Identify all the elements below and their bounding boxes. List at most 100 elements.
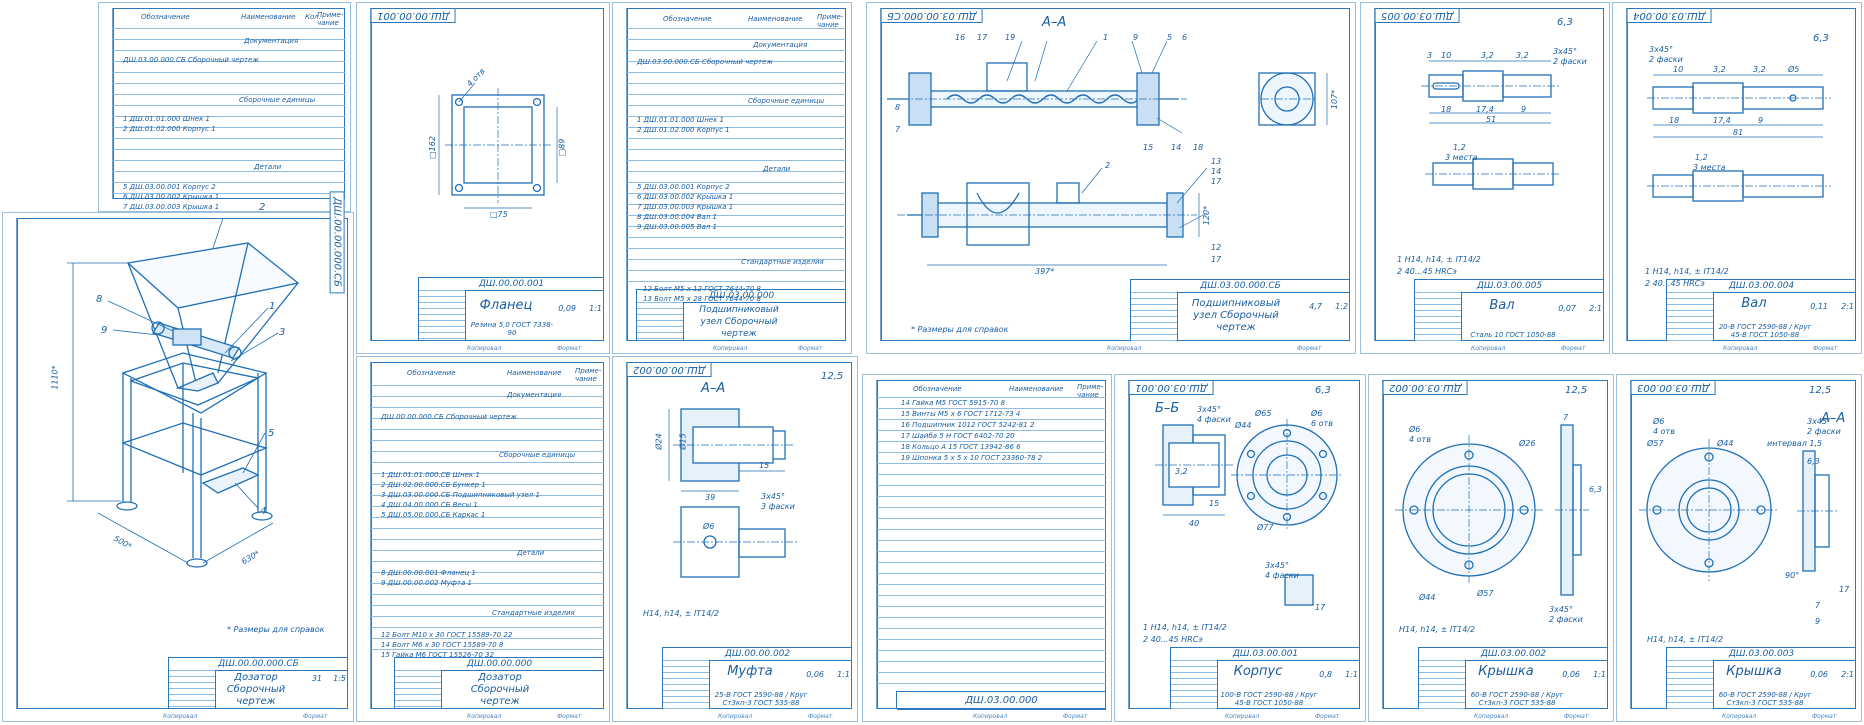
sheet-coupling[interactable]: ДШ.00.00.002 А–А 12,5 Ø24 Ø15 15 39 3x45… [612,356,858,722]
sheet-frame [627,362,852,709]
dimension-label: 2 фаски [1549,615,1583,624]
dimension-label: 107* [1330,89,1340,110]
title-block-material: Резина 5,0 ГОСТ 7338-90 [470,321,554,337]
footer-copied: Копировал [1722,713,1757,720]
callout-label: 2 [259,202,266,213]
title-block-name: Дозатор Сборочный чертеж [226,672,286,707]
sheet-sidebar [101,8,113,199]
sheet-spec-bearing-unit[interactable]: Обозначение Наименование Приме-чание Док… [612,2,852,354]
title-block-code: ДШ.03.00.000.СБ [1131,280,1350,293]
footer-copied: Копировал [1225,713,1260,720]
title-block: ДШ.00.00.000.СБ Дозатор Сборочный чертеж… [168,657,348,709]
sheet-cover-003[interactable]: ДШ.03.00.003 А–А 12,5 Ø6 4 отв Ø57 Ø44 3… [1616,374,1862,722]
sheet-bearing-unit-assembly[interactable]: ДШ.03.00.000.СБ А–А [866,2,1356,354]
section-title: А–А [1821,411,1846,426]
title-block-code: ДШ.00.00.000.СБ [169,658,348,671]
title-block-name: Вал [1741,296,1767,311]
footer-format: Формат [1813,345,1838,352]
sheet-flange[interactable]: ДШ.00.00.001 4 отв □162 □89 □75 ДШ.00.00… [356,2,610,354]
spec-row: 2 ДШ.01.02.000 Корпус 1 [637,126,730,134]
footer-format: Формат [1315,713,1340,720]
spec-row: Стандартные изделия [741,258,824,266]
dimension-label: 15 [1209,499,1220,508]
callout-label: 17 [1211,177,1222,186]
title-block-grid [663,660,710,709]
tech-note: 2 40...45 HRCэ [1645,279,1705,288]
sheet-sidebar [359,362,371,709]
spec-row: 14 Болт М6 x 30 ГОСТ 15589-70 8 [381,641,504,649]
title-block-code: ДШ.00.00.001 [419,278,604,291]
spec-row: 1 ДШ.01.01.000 Шнек 1 [123,115,210,123]
tech-note: H14, h14, ± IT14/2 [1647,635,1724,644]
spec-row: 13 Болт М5 x 28 ГОСТ 7644-70 8 [643,295,761,303]
footer-copied: Копировал [467,713,502,720]
spec-head-name: Наименование [507,369,562,377]
tech-note: H14, h14, ± IT14/2 [643,609,720,618]
section-title: А–А [701,381,726,396]
callout-label: 4 [260,506,267,517]
dimension-label: 3x45° [1553,47,1578,56]
coupling-views [668,408,798,578]
footer-format: Формат [557,345,582,352]
tech-note: 1 H14, h14, ± IT14/2 [1143,623,1227,632]
title-block-mass: 0,06 [806,670,824,679]
sheet-cover-002[interactable]: ДШ.03.00.002 12,5 Ø6 4 отв Ø26 Ø44 Ø57 3… [1368,374,1614,722]
roughness-mark: 12,5 [821,371,844,382]
title-block-name: Подшипниковый узел Сборочный чертеж [699,305,779,339]
dimension-label: 3x45° [1197,405,1222,414]
doser-isometric [67,217,300,568]
dimension-label: 4 отв [1409,435,1431,444]
footer-copied: Копировал [718,713,753,720]
section-title: Б–Б [1155,401,1180,416]
cover-003-views [1639,439,1837,581]
sheet-shaft-004[interactable]: ДШ.03.00.004 6,3 3x45° 2 фаски 10 3,2 3,… [1612,2,1862,354]
footer-format: Формат [1564,713,1589,720]
sheet-spec-1[interactable]: Обозначение Наименование Кол. Приме-чани… [98,2,351,212]
sheet-sidebar [615,362,627,709]
title-block-scale: 1:2 [1335,302,1348,311]
title-block-name: Крышка [1726,664,1782,679]
dimension-label: 4 фаски [1197,415,1231,424]
sheet-housing[interactable]: ДШ.03.00.001 Б–Б 6,3 3x45° 4 фаски Ø65 Ø… [1114,374,1366,722]
footer-format: Формат [1561,345,1586,352]
reference-note: * Размеры для справок [911,325,1009,334]
spec-head-designation: Обозначение [141,13,190,21]
dimension-label: 17 [1315,603,1326,612]
title-block: ДШ.03.00.000.СБ Подшипниковый узел Сборо… [1130,279,1350,341]
roughness-mark: 12,5 [1809,385,1832,396]
flange-view [438,82,558,209]
spec-row: 12 Болт М10 x 30 ГОСТ 15589-70 22 [381,631,513,639]
spec-row: ДШ.03.00.000.СБ Сборочный чертеж [637,58,773,66]
spec-row: 6 ДШ.03.00.002 Крышка 1 [123,193,220,201]
callout-label: 5 [268,428,275,439]
callout-label: 1 [269,301,276,312]
spec-row: Документация [507,391,562,399]
footer-copied: Копировал [1474,713,1509,720]
title-block-mass: 0,06 [1810,670,1828,679]
callout-label: 2 [1105,161,1111,170]
sheet-shaft-005[interactable]: ДШ.03.00.005 6,3 3 10 3,2 3,2 18 17,4 9 … [1360,2,1610,354]
sheet-doser-assembly[interactable]: ДШ.00.00.000.СБ [2,191,354,722]
dimension-label: 6,3 [1807,457,1820,466]
tech-note: 1 H14, h14, ± IT14/2 [1397,255,1481,264]
title-block-grid [637,302,684,341]
dimension-label: 1,2 [1695,153,1708,162]
spec-row: ДШ.03.00.000.СБ Сборочный чертеж [123,56,259,64]
title-block-mass: 31 [311,674,322,683]
dimension-label: 3x45° [1649,45,1674,54]
spec-row: 2 ДШ.02.00.000.СБ Бункер 1 [381,481,486,489]
dimension-label: Ø57 [1647,439,1664,448]
dimension-label: 3 места [1693,163,1726,172]
title-block-scale: 1:1 [1593,670,1606,679]
tech-note: 2 40...45 HRCэ [1397,267,1457,276]
title-block-name: Крышка [1478,664,1534,679]
sheet-spec-doser[interactable]: Обозначение Наименование Приме-чание Док… [356,356,610,722]
dimension-label: 10 [1673,65,1684,74]
spec-row: 1 ДШ.01.01.000 Шнек 1 [637,116,724,124]
spec-row: 7 ДШ.03.00.003 Крышка 1 [637,203,734,211]
footer-format: Формат [1812,713,1837,720]
title-block-material: 20-В ГОСТ 2590-88 / Круг 45-В ГОСТ 1050-… [1718,323,1812,339]
spec-row: 8 ДШ.00.00.001 Фланец 1 [381,569,476,577]
sheet-spec-bearing-unit-2[interactable]: Обозначение Наименование Приме-чание 14 … [862,374,1112,722]
spec-row: Документация [244,37,299,45]
